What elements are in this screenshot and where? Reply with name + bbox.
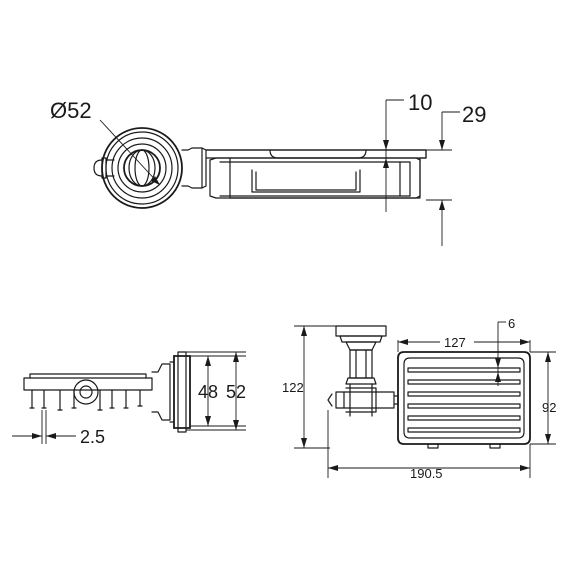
dim-29: 29	[426, 102, 486, 246]
dim-52-label: 52	[226, 382, 246, 402]
end-knob	[93, 157, 115, 179]
front-view: 127 6 122 92	[282, 316, 556, 481]
holder-arm-top	[181, 147, 427, 199]
dim-10-label: 10	[408, 90, 432, 115]
dim-48-52: 48 52	[186, 351, 246, 431]
dim-6: 6	[495, 316, 515, 386]
dim-29-label: 29	[462, 102, 486, 127]
dim-127: 127	[397, 335, 531, 352]
dim-127-label: 127	[444, 335, 466, 350]
wall-rosette	[101, 127, 183, 209]
post-assembly	[327, 325, 399, 417]
dim-92: 92	[530, 351, 556, 445]
side-view: 48 52 2.5	[12, 351, 246, 447]
dim-122-label: 122	[282, 380, 304, 395]
diameter-leader	[99, 119, 161, 186]
dim-6-label: 6	[508, 316, 515, 331]
soap-basket	[397, 351, 531, 449]
top-view: Ø52	[50, 90, 486, 246]
dim-92-label: 92	[542, 400, 556, 415]
dim-2-5-label: 2.5	[80, 427, 105, 447]
dim-122: 122	[282, 325, 336, 449]
dim-2-5: 2.5	[12, 410, 105, 447]
rosette-side	[151, 351, 191, 433]
dim-10: 10	[383, 90, 432, 212]
dim-190-5: 190.5	[327, 410, 531, 481]
dim-48-label: 48	[198, 382, 218, 402]
diameter-label: Ø52	[50, 98, 92, 123]
dim-190-5-label: 190.5	[410, 466, 443, 481]
basket-fingers	[29, 389, 143, 411]
